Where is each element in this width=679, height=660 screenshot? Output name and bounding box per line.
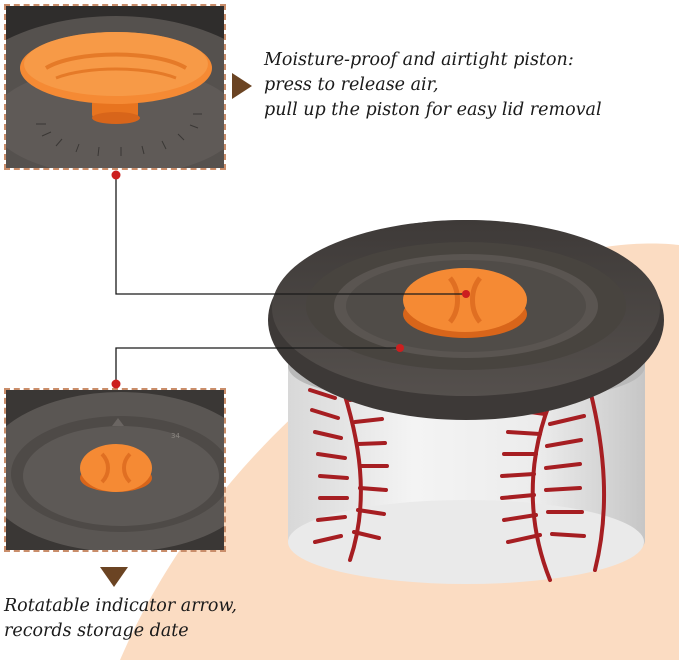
- svg-text:34: 34: [171, 432, 180, 440]
- piston-callout-line-1: Moisture-proof and airtight piston:: [264, 50, 574, 70]
- inset-piston-closeup: [4, 4, 226, 170]
- piston-callout-line-2: press to release air,: [264, 75, 439, 95]
- baseball-container-product: [268, 220, 664, 584]
- indicator-callout-line-2: records storage date: [4, 621, 189, 641]
- indicator-callout-line-1: Rotatable indicator arrow,: [4, 596, 237, 616]
- piston-callout-line-3: pull up the piston for easy lid removal: [264, 100, 602, 120]
- inset-indicator-closeup: 34: [4, 388, 226, 552]
- pointer-down-triangle-icon: [100, 567, 128, 587]
- piston-closeup-image: [6, 6, 224, 168]
- pointer-right-triangle-icon: [232, 73, 252, 99]
- piston-callout-text: Moisture-proof and airtight piston: pres…: [264, 48, 602, 123]
- indicator-closeup-image: 34: [6, 390, 224, 550]
- indicator-callout-text: Rotatable indicator arrow, records stora…: [4, 594, 237, 644]
